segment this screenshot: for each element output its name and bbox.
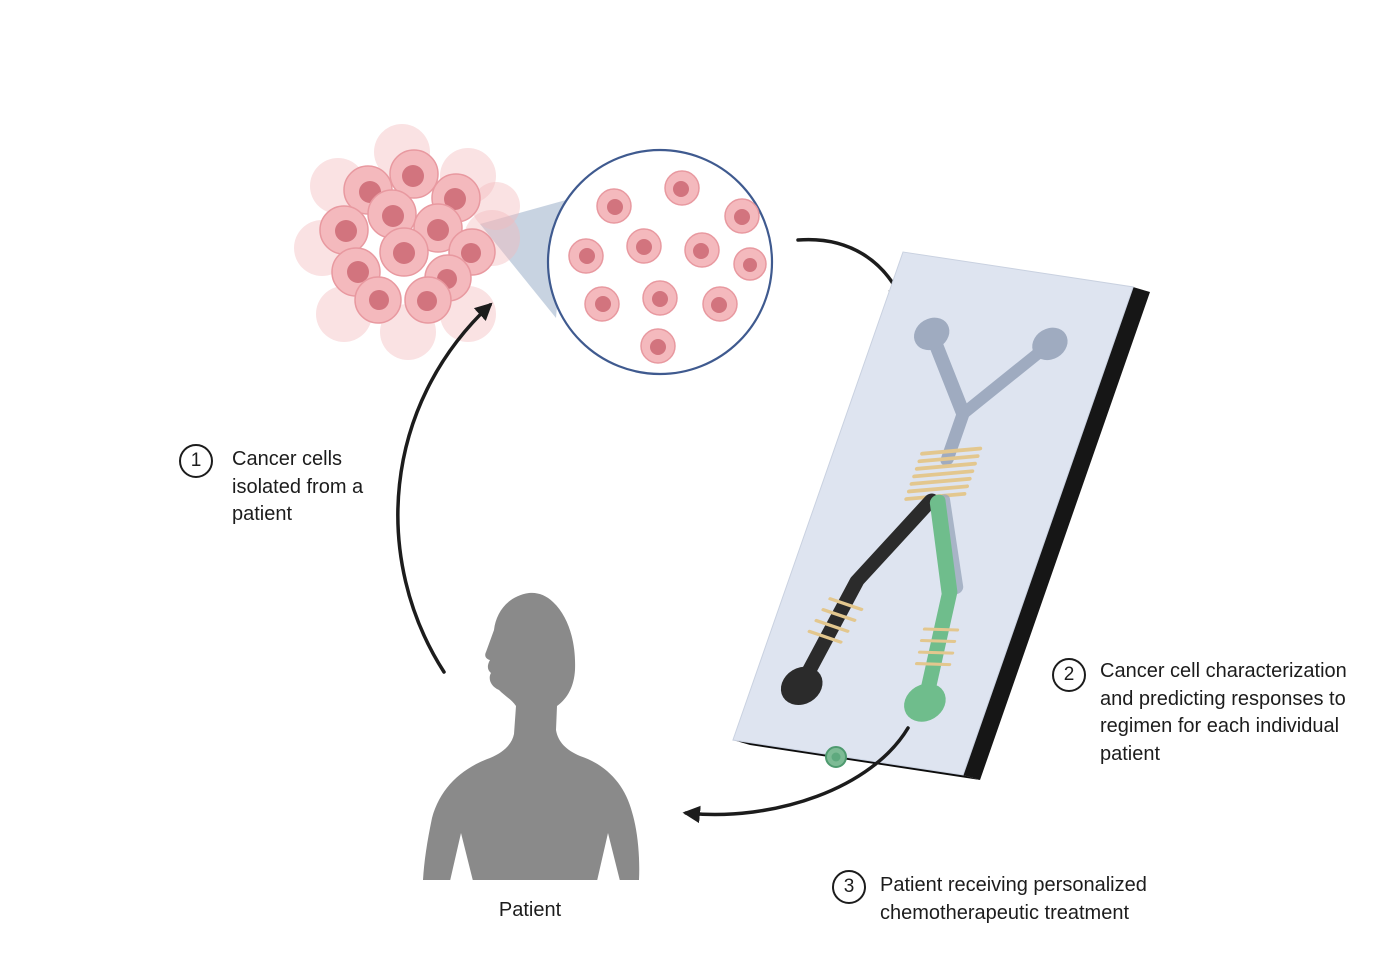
isolated-cancer-cell bbox=[733, 247, 767, 281]
cancer-cell bbox=[319, 205, 369, 255]
isolated-cancer-cell bbox=[584, 286, 620, 322]
isolated-cancer-cell bbox=[702, 286, 738, 322]
isolated-cancer-cell bbox=[568, 238, 604, 274]
arrow-chip-to-patient bbox=[682, 726, 910, 824]
microfluidic-chip bbox=[732, 251, 1150, 780]
step-1-badge: 1 bbox=[179, 444, 213, 478]
isolated-cancer-cell bbox=[626, 228, 662, 264]
cancer-cell bbox=[389, 149, 439, 199]
tumor-cluster bbox=[294, 124, 520, 360]
step-3-label: Patient receiving personalized chemother… bbox=[880, 874, 1147, 924]
chip-inlet-port bbox=[913, 317, 950, 351]
chip-side-bottom bbox=[733, 740, 980, 780]
cancer-cell bbox=[404, 276, 452, 324]
isolated-cancer-cell bbox=[684, 232, 720, 268]
step-2-label: Cancer cell characterization and predict… bbox=[1100, 660, 1347, 765]
step-2-badge: 2 bbox=[1052, 658, 1086, 692]
arrow-cells-to-chip bbox=[796, 237, 905, 304]
arrow-patient-to-cells bbox=[396, 302, 493, 674]
magnified-cells-view bbox=[546, 148, 774, 376]
isolated-cancer-cell bbox=[724, 198, 760, 234]
cancer-cell bbox=[379, 227, 429, 277]
step-2-number: 2 bbox=[1063, 664, 1075, 685]
isolated-cancer-cell bbox=[642, 280, 678, 316]
chip-side-right bbox=[963, 287, 1150, 780]
micropillar-band-small bbox=[914, 627, 960, 667]
patient-label: Patient bbox=[498, 899, 562, 921]
isolated-cancer-cell bbox=[640, 328, 676, 364]
micropillar-band bbox=[904, 446, 983, 501]
step-3-badge: 3 bbox=[832, 870, 866, 904]
armpit-notch bbox=[450, 833, 473, 881]
patient-silhouette bbox=[423, 592, 640, 881]
step-1-number: 1 bbox=[190, 450, 202, 471]
micropillar-band-small bbox=[807, 597, 864, 644]
cancer-cell bbox=[367, 189, 417, 239]
cancer-cell bbox=[354, 276, 402, 324]
chip-outlet-black bbox=[780, 666, 823, 706]
outlet-droplet bbox=[825, 746, 847, 768]
cancer-cell bbox=[413, 203, 463, 253]
isolated-cancer-cell bbox=[664, 170, 700, 206]
chip-inlet-port bbox=[1032, 327, 1068, 361]
chip-outlet-green bbox=[904, 683, 946, 722]
step-3-number: 3 bbox=[843, 876, 855, 897]
armpit-notch bbox=[597, 833, 620, 881]
step-1-label: Cancer cells isolated from a patient bbox=[232, 448, 364, 526]
isolated-cancer-cell bbox=[596, 188, 632, 224]
chip-channel-black bbox=[780, 493, 939, 706]
zoom-wedge bbox=[480, 200, 566, 318]
